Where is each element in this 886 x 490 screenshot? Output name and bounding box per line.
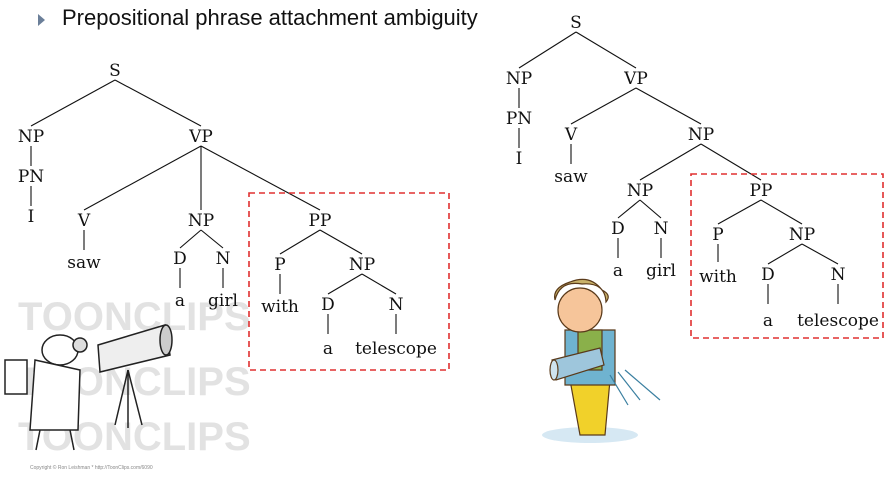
word-a-pp: a <box>763 311 773 331</box>
word-a-pp: a <box>323 339 333 359</box>
word-with: with <box>261 297 299 317</box>
word-telescope: telescope <box>355 339 437 359</box>
node-np: NP <box>18 127 44 147</box>
pp-highlight-box <box>690 173 884 339</box>
word-girl: girl <box>208 291 238 311</box>
node-d-pp: D <box>321 295 335 315</box>
slide-title: Prepositional phrase attachment ambiguit… <box>62 5 478 30</box>
node-pn: PN <box>18 167 44 187</box>
word-with: with <box>699 267 737 287</box>
node-s: S <box>109 61 121 81</box>
node-d: D <box>173 249 187 269</box>
node-s: S <box>570 13 582 33</box>
node-v: V <box>77 211 91 231</box>
man-with-telescope-illustration <box>4 324 173 451</box>
left-parse-tree: S NP VP PN I V saw NP D a N girl PP P wi… <box>18 61 450 371</box>
node-n: N <box>216 249 231 269</box>
bullet-arrow-icon <box>38 14 45 26</box>
node-vp: VP <box>188 127 213 147</box>
node-vp: VP <box>623 69 648 89</box>
node-np-object: NP <box>688 125 714 145</box>
pp-highlight-box <box>248 192 450 371</box>
word-i: I <box>28 207 35 227</box>
word-a: a <box>613 261 623 281</box>
copyright-text: Copyright © Ron Leishman * http://ToonCl… <box>30 465 153 471</box>
node-p: P <box>712 225 723 245</box>
word-a: a <box>175 291 185 311</box>
girl-with-telescope-illustration <box>542 278 661 443</box>
word-girl: girl <box>646 261 676 281</box>
node-np-pp: NP <box>349 255 375 275</box>
node-np-inner: NP <box>627 181 653 201</box>
node-d-pp: D <box>761 265 775 285</box>
word-telescope: telescope <box>797 311 879 331</box>
node-pp: PP <box>309 211 332 231</box>
node-np-object: NP <box>188 211 214 231</box>
word-saw: saw <box>67 253 101 273</box>
watermark-text-1: TOONCLIPS <box>18 295 251 339</box>
node-pn: PN <box>506 109 532 129</box>
right-parse-tree: S NP VP PN I V saw NP NP D a N girl PP P… <box>506 13 884 339</box>
node-d: D <box>611 219 625 239</box>
node-p: P <box>274 255 285 275</box>
node-np-pp: NP <box>789 225 815 245</box>
word-saw: saw <box>554 167 588 187</box>
node-n: N <box>654 219 669 239</box>
toonclips-watermark: TOONCLIPS TOONCLIPS TOONCLIPS <box>18 295 251 459</box>
node-pp: PP <box>750 181 773 201</box>
node-n-pp: N <box>831 265 846 285</box>
word-i: I <box>516 149 523 169</box>
node-v: V <box>564 125 578 145</box>
node-n-pp: N <box>389 295 404 315</box>
node-np: NP <box>506 69 532 89</box>
